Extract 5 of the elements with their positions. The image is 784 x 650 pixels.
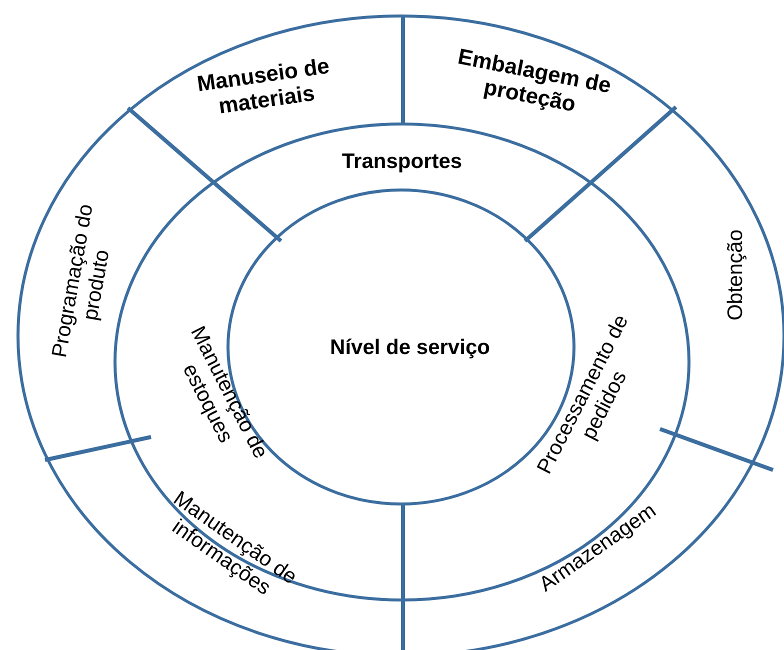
sector-label: Programação do produto: [47, 201, 115, 362]
sector-label: Transportes: [342, 150, 462, 174]
sector-label: Manuseio de materiais: [194, 52, 332, 120]
sector-label: Nível de serviço: [330, 336, 490, 360]
sector-label: Obtenção: [724, 229, 748, 321]
